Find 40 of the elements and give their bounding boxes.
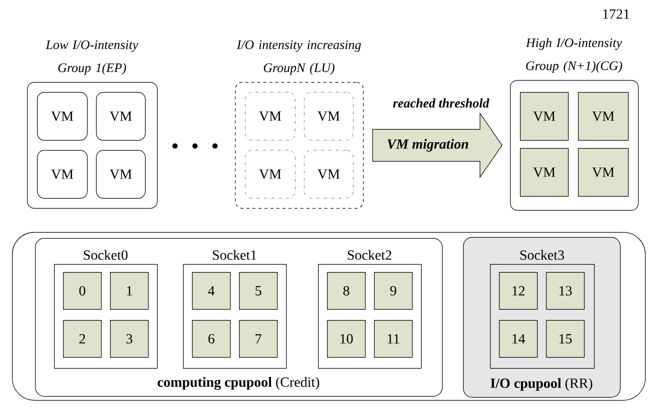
cpu-core-box: 0	[63, 272, 102, 310]
vm-box: VM	[578, 148, 629, 197]
cpu-core-box: 11	[374, 320, 413, 358]
node-label: Socket3	[520, 250, 564, 260]
node-label: Socket1	[212, 250, 256, 260]
cpu-core-box: 5	[239, 272, 278, 310]
host-box	[12, 232, 646, 401]
node-label: Socket2	[348, 250, 392, 260]
cpu-core-box: 6	[192, 320, 231, 358]
cpu-core-box: 2	[63, 320, 102, 358]
block-arrow	[372, 112, 502, 178]
cpu-core-box: 15	[546, 320, 585, 358]
vm-box: VM	[304, 92, 354, 140]
cpu-core-box: 14	[499, 320, 538, 358]
cpu-core-box: 4	[192, 272, 231, 310]
vm-box: VM	[96, 150, 146, 199]
vm-box: VM	[96, 92, 146, 141]
vm-box: VM	[304, 150, 354, 198]
page-number: 1721	[603, 9, 630, 19]
vm-box: VM	[245, 150, 296, 198]
cpu-core-box: 1	[110, 272, 149, 310]
edge-label: VM migration	[388, 138, 468, 152]
cpu-core-box: 10	[327, 320, 366, 358]
vm-box: VM	[37, 92, 88, 141]
vm-box: VM	[245, 92, 296, 140]
vm-box: VM	[520, 148, 569, 197]
vm-box: VM	[520, 92, 569, 141]
vm-box: VM	[37, 150, 88, 199]
cpu-core-box: 9	[374, 272, 413, 310]
cpu-core-box: 8	[327, 272, 366, 310]
cpu-core-box: 3	[110, 320, 149, 358]
node-label: I/O intensity increasing GroupN (LU)	[236, 40, 361, 75]
cpu-core-box: 12	[499, 272, 538, 310]
node-label: High I/O-intensity Group (N+1)(CG)	[526, 38, 622, 73]
cpu-core-box: 7	[239, 320, 278, 358]
node-label: Low I/O-intensity Group 1(EP)	[46, 40, 138, 75]
cpu-core-box: 13	[546, 272, 585, 310]
node-label: Socket0	[84, 250, 128, 260]
vm-box: VM	[578, 92, 629, 141]
annotation-text: reached threshold	[393, 98, 490, 108]
